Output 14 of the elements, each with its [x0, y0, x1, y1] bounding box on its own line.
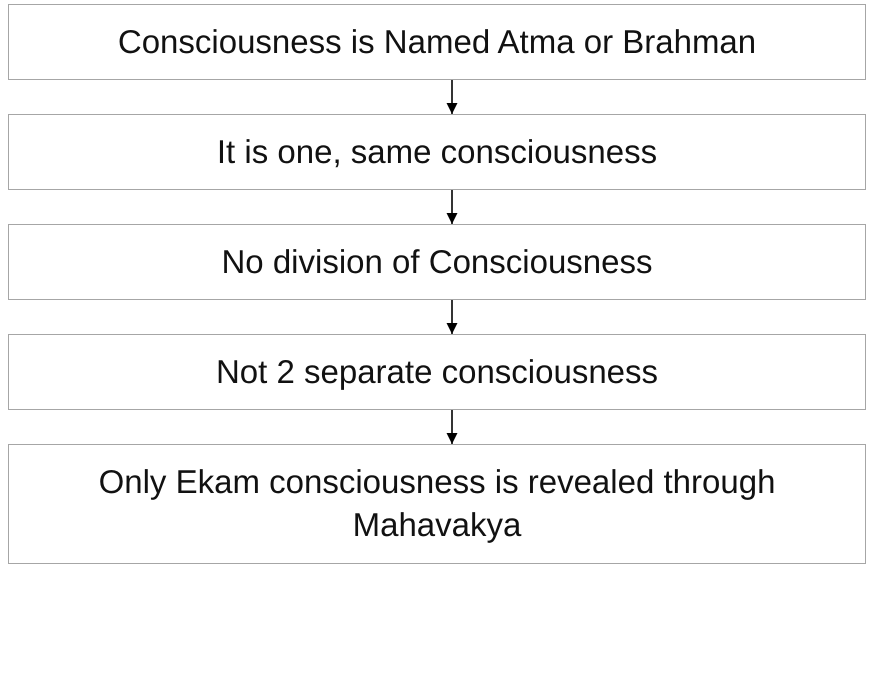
- box-text: It is one, same consciousness: [216, 132, 658, 172]
- process-box: [8, 444, 866, 564]
- box-text: No division of Consciousness: [221, 242, 653, 282]
- box-text: Not 2 separate consciousness: [216, 352, 658, 392]
- box-text: Only Ekam consciousness is revealed through Mahavakya: [98, 462, 776, 545]
- process-box: [8, 4, 866, 80]
- arrow: [446, 410, 458, 444]
- arrow: [446, 190, 458, 224]
- arrow: [446, 80, 458, 114]
- process-box: [8, 334, 866, 410]
- process-box: [8, 114, 866, 190]
- arrow: [446, 300, 458, 334]
- box-text: Consciousness is Named Atma or Brahman: [118, 22, 756, 62]
- process-box: [8, 224, 866, 300]
